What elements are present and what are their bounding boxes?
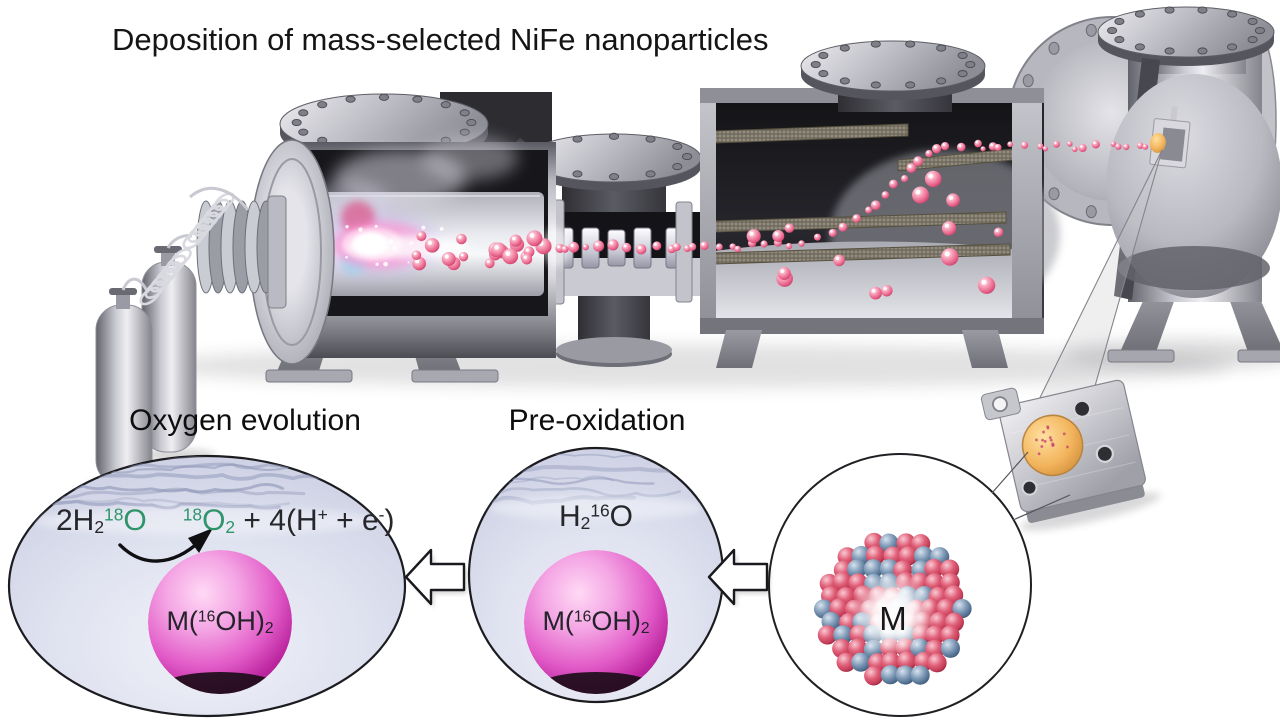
sample-holder-closeup: [980, 149, 1163, 531]
reaction-arrow-icon: [118, 539, 202, 563]
eq-product-rest: + 4(H+ + e-): [235, 504, 395, 537]
reaction-arrowhead-icon: [188, 528, 213, 553]
water-label: H216O: [558, 500, 634, 534]
oer-equation: 2H218O 18O2 + 4(H+ + e-): [56, 504, 394, 538]
plasma-glow: [302, 201, 470, 278]
gas-line-coils: [139, 192, 235, 306]
nanoparticle-panel: [768, 453, 1032, 717]
pre-oxidation-panel: [467, 446, 725, 704]
reaction-panels: [7, 446, 1032, 718]
sample-holder-plate: [980, 379, 1161, 531]
hydroxide-sphere: [148, 550, 292, 694]
eq-product-o2: 18O2: [182, 504, 236, 538]
hydroxide-sphere-label: M(16OH)2: [542, 606, 650, 637]
metal-cluster-label: M: [879, 600, 907, 637]
eq-reactant: 2H218O: [56, 504, 147, 538]
screw-holes: [1021, 399, 1114, 496]
hydroxide-sphere: [524, 550, 668, 694]
figure-title: Deposition of mass-selected NiFe nanopar…: [112, 22, 769, 57]
pre-oxidation-label: Pre-oxidation: [508, 404, 686, 437]
deposition-chamber: [1007, 6, 1280, 363]
vacuum-apparatus: [95, 6, 1280, 486]
stage-arrow-icon: [404, 548, 466, 606]
hydroxide-sphere-label: M(16OH)2: [166, 606, 274, 637]
oxygen-evolution-panel: [7, 454, 407, 718]
stage-arrow-icon: [707, 548, 769, 606]
cluster-source-chamber: [196, 93, 569, 383]
stage-arrows: [404, 548, 770, 608]
gas-cylinders: [95, 186, 250, 486]
gas-cylinder: [95, 288, 153, 486]
cluster-core-glow: [851, 572, 935, 656]
nanoparticle-beam: [411, 139, 1149, 300]
oxygen-evolution-label: Oxygen evolution: [129, 404, 361, 437]
